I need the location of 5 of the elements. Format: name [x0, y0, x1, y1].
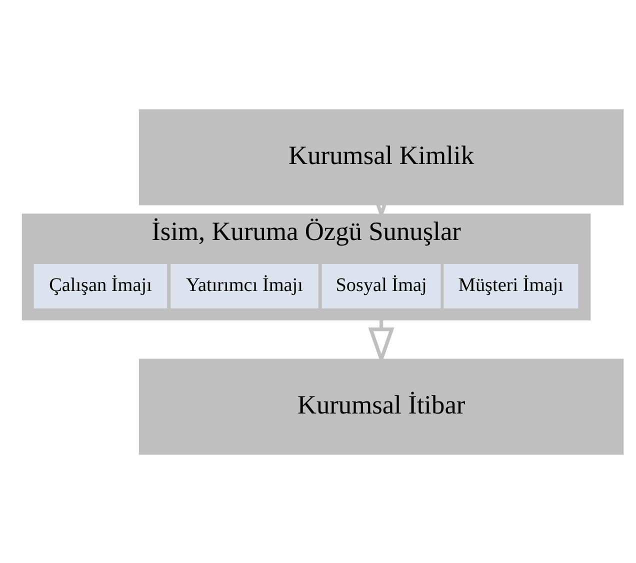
node-box: Kurumsal İtibar	[138, 358, 624, 454]
node-box: Müşteri İmajı	[444, 264, 578, 308]
node-box: Yatırımcı İmajı	[170, 264, 318, 308]
node-box: Çalışan İmajı	[34, 264, 168, 308]
node-box: Sosyal İmaj	[322, 264, 441, 308]
